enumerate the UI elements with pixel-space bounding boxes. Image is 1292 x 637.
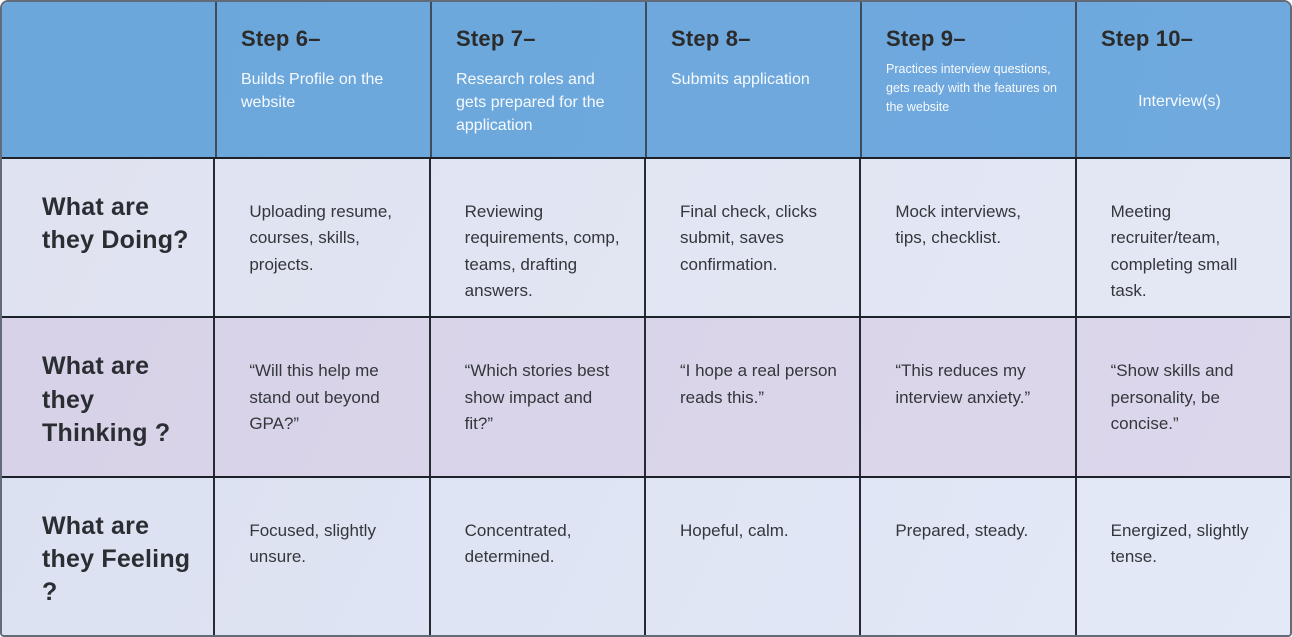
step-7-header: Step 7– Research roles and gets prepared… — [430, 2, 645, 157]
step-8-header: Step 8– Submits application — [645, 2, 860, 157]
step-9-subtitle: Practices interview questions, gets read… — [886, 62, 1057, 114]
step-6-title: Step 6– — [241, 26, 321, 51]
step-8-title: Step 8– — [671, 26, 751, 51]
header-row: Step 6– Builds Profile on the website St… — [2, 2, 1290, 157]
step-8-subtitle: Submits application — [671, 71, 810, 88]
cell-feeling-step-10: Energized, slightly tense. — [1074, 477, 1290, 635]
cell-thinking-step-7: “Which stories best show impact and fit?… — [428, 318, 644, 476]
step-6-header: Step 6– Builds Profile on the website — [215, 2, 430, 157]
cell-feeling-step-9: Prepared, steady. — [859, 477, 1074, 635]
step-9-header: Step 9– Practices interview questions, g… — [860, 2, 1075, 157]
row-doing-label: What are they Doing? — [42, 193, 189, 255]
cell-thinking-step-10: “Show skills and personality, be concise… — [1074, 318, 1290, 476]
step-6-subtitle: Builds Profile on the website — [241, 71, 384, 112]
cell-doing-step-8: Final check, clicks submit, saves confir… — [643, 159, 859, 317]
row-thinking: What are they Thinking ? “Will this help… — [2, 316, 1290, 476]
row-feeling: What are they Feeling ? Focused, slightl… — [2, 475, 1290, 635]
cell-doing-step-6: Uploading resume, courses, skills, proje… — [213, 159, 428, 317]
cell-doing-step-9: Mock interviews, tips, checklist. — [859, 159, 1074, 317]
row-thinking-label: What are they Thinking ? — [42, 352, 171, 447]
step-10-subtitle: Interview(s) — [1138, 93, 1221, 110]
step-10-title: Step 10– — [1101, 26, 1194, 51]
cell-doing-step-10: Meeting recruiter/team, completing small… — [1074, 159, 1290, 317]
row-thinking-label-cell: What are they Thinking ? — [2, 318, 213, 475]
row-doing: What are they Doing? Uploading resume, c… — [2, 157, 1290, 317]
cell-thinking-step-9: “This reduces my interview anxiety.” — [859, 318, 1074, 476]
row-feeling-label: What are they Feeling ? — [42, 511, 191, 607]
cell-feeling-step-8: Hopeful, calm. — [643, 477, 859, 635]
cell-doing-step-7: Reviewing requirements, comp, teams, dra… — [428, 159, 644, 317]
row-doing-label-cell: What are they Doing? — [2, 159, 213, 316]
corner-cell — [2, 2, 215, 157]
cell-feeling-step-7: Concentrated, determined. — [428, 477, 644, 635]
row-feeling-label-cell: What are they Feeling ? — [2, 478, 213, 635]
step-7-subtitle: Research roles and gets prepared for the… — [456, 71, 605, 135]
cell-thinking-step-8: “I hope a real person reads this.” — [643, 318, 859, 476]
cell-thinking-step-6: “Will this help me stand out beyond GPA?… — [213, 318, 428, 476]
step-7-title: Step 7– — [456, 26, 536, 51]
step-10-header: Step 10– Interview(s) — [1075, 2, 1290, 157]
cell-feeling-step-6: Focused, slightly unsure. — [213, 477, 428, 635]
step-9-title: Step 9– — [886, 26, 966, 51]
